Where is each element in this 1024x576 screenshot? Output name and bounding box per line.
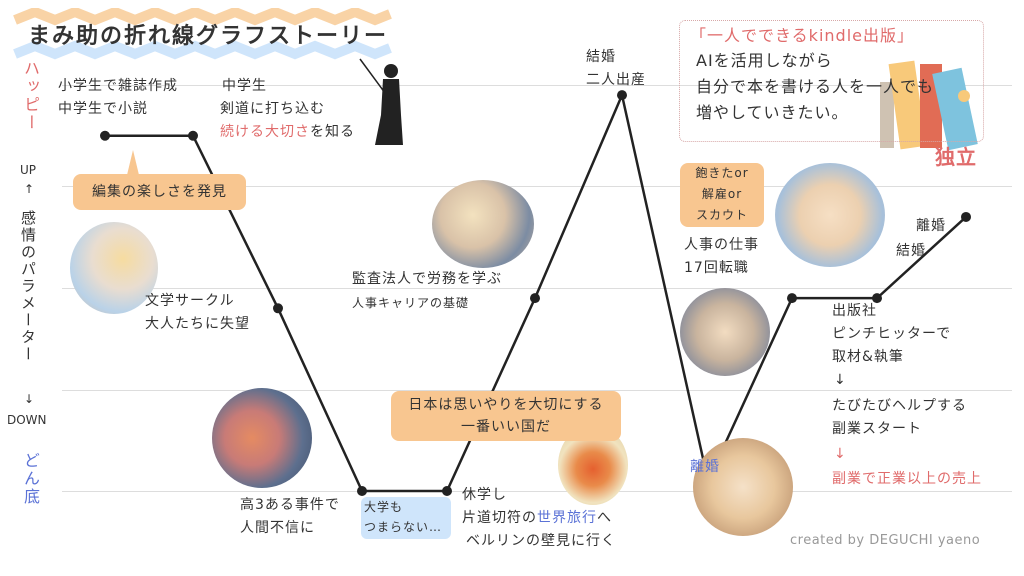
data-point	[961, 211, 971, 222]
bubble-tail	[127, 150, 139, 175]
event-text: 人事の仕事	[684, 237, 759, 253]
credit: created by DEGUCHI yaeno	[790, 533, 981, 548]
event-text: 小学生で雑誌作成	[58, 78, 178, 94]
event-text: 大人たちに失望	[145, 316, 250, 332]
axis-up-arrow: ↑	[24, 182, 35, 196]
goal-line: 増やしていきたい。	[696, 103, 849, 122]
event-text-line: 片道切符の世界旅行へ	[462, 507, 612, 529]
photo-office-worker	[432, 180, 534, 268]
event-text: 人間不信に	[240, 520, 315, 536]
data-point	[530, 293, 540, 304]
axis-down: DOWN	[7, 413, 47, 427]
event-text-line: 続ける大切さを知る	[220, 121, 355, 143]
data-point	[273, 303, 283, 314]
data-point	[357, 486, 367, 496]
photo-mother-children	[693, 438, 793, 536]
photo-sad-teen	[212, 388, 312, 488]
gridline	[62, 186, 1012, 187]
job-change-box: 飽きたor 解雇or スカウト	[680, 163, 764, 227]
event-text: ピンチヒッターで	[832, 326, 952, 342]
event-text: 中学生	[222, 78, 267, 94]
gridline	[62, 390, 1012, 391]
univ-box	[361, 497, 451, 539]
goal-line: AIを活用しながら	[696, 51, 833, 70]
event-text: つまらない…	[364, 520, 443, 534]
event-text: 副業スタート	[832, 421, 922, 437]
title-banner	[13, 8, 392, 60]
data-point	[442, 486, 452, 496]
event-text: 離婚	[916, 218, 946, 234]
event-text: 結婚	[586, 49, 616, 65]
bubble-line: 日本は思いやりを大切にする	[408, 397, 604, 413]
event-highlight: 離婚	[690, 459, 720, 475]
event-highlight: 副業で正業以上の売上	[832, 471, 982, 487]
data-point	[188, 130, 198, 141]
event-text: ↓	[834, 372, 847, 388]
event-highlight: 世界旅行	[537, 510, 597, 526]
event-text: を知る	[310, 124, 355, 140]
data-point	[617, 90, 627, 101]
event-text: 文学サークル	[145, 293, 235, 309]
data-point	[100, 130, 110, 141]
axis-up: UP	[20, 163, 37, 177]
event-text: 片道切符の	[462, 510, 537, 526]
event-text: ベルリンの壁見に行く	[466, 533, 616, 549]
event-text: 人事キャリアの基礎	[352, 296, 470, 310]
event-highlight: 続ける大切さ	[220, 124, 310, 140]
axis-down-arrow: ↓	[24, 392, 35, 406]
event-text: 高3ある事件で	[240, 497, 340, 513]
goal-headline: 「一人でできるkindle出版」	[690, 26, 914, 45]
axis-happy: ハッピー	[21, 60, 40, 132]
speech-bubble: 編集の楽しさを発見	[73, 174, 246, 210]
event-text: 17回転職	[684, 260, 749, 276]
event-text: へ	[597, 510, 612, 526]
event-text: 取材&執筆	[832, 349, 904, 365]
photo-desk-work	[680, 288, 770, 376]
photo-hr-interview	[775, 163, 885, 267]
axis-param: 感情のパラメーター	[19, 210, 37, 363]
event-text: 休学し	[462, 487, 507, 503]
event-text: 中学生で小説	[58, 101, 148, 117]
box-line: 飽きたor	[695, 166, 749, 180]
page-title: まみ助の折れ線グラフストーリー	[28, 24, 389, 49]
goal-line: 自分で本を書ける人を一人でも	[696, 77, 935, 96]
box-line: 解雇or	[701, 187, 743, 201]
gridline	[62, 85, 1012, 86]
event-text: 剣道に打ち込む	[220, 101, 325, 117]
event-text: 二人出産	[586, 72, 646, 88]
books-icon	[880, 60, 978, 151]
event-text: 結婚	[896, 243, 926, 259]
photo-child-typing	[70, 222, 158, 314]
speech-bubble: 日本は思いやりを大切にする一番いい国だ	[391, 391, 621, 441]
event-text: 大学も	[364, 500, 404, 514]
box-line: スカウト	[695, 208, 748, 222]
gridline	[62, 288, 1012, 289]
axis-bottom: どん底	[21, 452, 40, 506]
event-arrow: ↓	[834, 446, 847, 462]
independent-label: 独立	[935, 145, 977, 169]
event-text: 出版社	[832, 303, 877, 319]
kendo-figure-icon	[359, 58, 403, 145]
data-point	[872, 293, 882, 304]
event-text: 監査法人で労務を学ぶ	[352, 271, 502, 287]
goal-box	[679, 20, 984, 142]
bubble-line: 一番いい国だ	[461, 419, 551, 435]
gridline	[62, 491, 1012, 492]
data-point	[787, 293, 797, 304]
event-text: たびたびヘルプする	[832, 398, 967, 414]
